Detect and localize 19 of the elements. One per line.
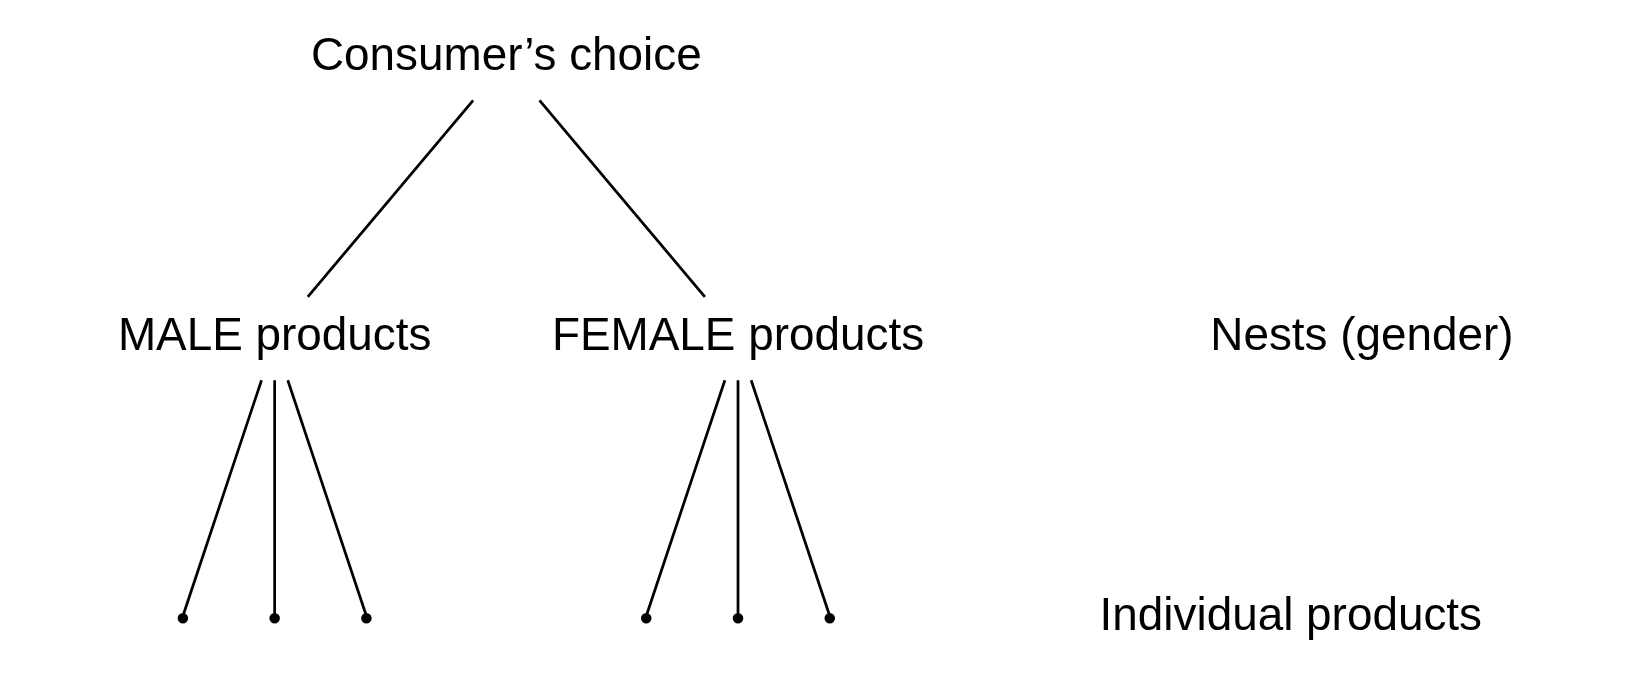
connector [286,379,367,615]
connector [537,99,706,298]
node-point [177,613,188,624]
connector [645,379,726,615]
connector [272,380,276,614]
node-point [360,613,372,624]
label: Individual products [1099,587,1482,640]
node-text: MALE products [117,307,431,360]
node-text: FEMALE products [551,307,924,360]
node-point [640,613,652,624]
node-point [268,613,280,624]
label: Nests (gender) [1209,307,1514,360]
node-point [824,613,835,624]
node-point [732,613,743,624]
node-text: Consumer’s choice [310,28,702,81]
connector [736,380,739,614]
connector [181,379,263,615]
connector [749,379,830,615]
connector [306,99,474,298]
